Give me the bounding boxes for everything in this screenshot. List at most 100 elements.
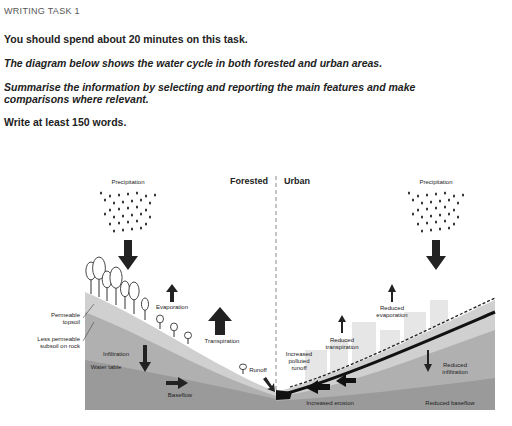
tree bbox=[240, 364, 247, 374]
process-label: Evaporation bbox=[156, 304, 188, 311]
rain-drop bbox=[109, 208, 111, 211]
leader-line bbox=[83, 322, 94, 341]
tree bbox=[157, 315, 164, 329]
rain-drop bbox=[127, 206, 129, 209]
rain-drop bbox=[435, 206, 437, 209]
precipitation-arrow bbox=[118, 240, 138, 270]
rain-drop bbox=[421, 215, 423, 218]
reduced-infiltration-arrow bbox=[424, 350, 432, 372]
rain-drop bbox=[439, 199, 441, 202]
tree-crown bbox=[141, 298, 148, 310]
rain-drop bbox=[417, 222, 419, 225]
section-label: Forested bbox=[230, 176, 268, 186]
process-label: Infiltration bbox=[103, 351, 129, 358]
rain-drop bbox=[149, 215, 151, 218]
rain-drop bbox=[136, 219, 138, 222]
layer-label: Permeable topsoil bbox=[36, 312, 80, 326]
tree bbox=[171, 323, 178, 337]
rain-drop bbox=[430, 228, 432, 231]
task-prompt: Summarise the information by selecting a… bbox=[4, 81, 474, 105]
task-heading: WRITING TASK 1 bbox=[4, 6, 80, 16]
rain-drop bbox=[145, 222, 147, 225]
precipitation-arrow bbox=[426, 240, 446, 270]
rain-drop bbox=[448, 212, 450, 215]
rain-drop bbox=[140, 226, 142, 229]
tree bbox=[141, 298, 148, 320]
rain-drop bbox=[118, 221, 120, 224]
rain-drop bbox=[435, 220, 437, 223]
rain-drop bbox=[127, 220, 129, 223]
rain-drops bbox=[100, 191, 156, 232]
tree bbox=[110, 267, 122, 305]
rain-drop bbox=[426, 193, 428, 196]
process-label: Increased polluted runoff bbox=[282, 351, 316, 372]
runoff-arrow bbox=[336, 374, 356, 387]
baseflow-arrow bbox=[166, 377, 188, 389]
urban-subsoil bbox=[276, 330, 495, 410]
rain-drop bbox=[444, 205, 446, 208]
infiltration-arrow bbox=[139, 345, 151, 372]
rain-drop bbox=[136, 191, 138, 194]
rain-drop bbox=[430, 214, 432, 217]
rain-drop bbox=[145, 208, 147, 211]
section-label: Urban bbox=[284, 176, 310, 186]
tree-crown bbox=[240, 364, 247, 370]
tree bbox=[121, 281, 130, 309]
process-label: Increased erosion bbox=[306, 400, 354, 407]
rain-drop bbox=[444, 219, 446, 222]
tree bbox=[185, 332, 192, 344]
urban-topsoil bbox=[276, 300, 495, 410]
rain-drop bbox=[104, 198, 106, 201]
rain-drop bbox=[127, 192, 129, 195]
rain-drop bbox=[113, 215, 115, 218]
drain-line bbox=[284, 312, 495, 394]
rain-drop bbox=[109, 194, 111, 197]
rain-drop bbox=[439, 227, 441, 230]
rain-drop bbox=[122, 228, 124, 231]
tree-crown bbox=[171, 323, 178, 331]
tree bbox=[129, 282, 139, 314]
process-label: Baseflow bbox=[168, 392, 192, 399]
rain-drop bbox=[417, 208, 419, 211]
rain-drop bbox=[136, 205, 138, 208]
rain-drop bbox=[426, 221, 428, 224]
reduced-evaporation-arrow bbox=[388, 284, 396, 302]
tree-crown bbox=[110, 267, 122, 288]
evaporation-arrow bbox=[166, 284, 178, 302]
rain-drop bbox=[131, 199, 133, 202]
rain-drops bbox=[408, 191, 464, 232]
surface-dashed-line bbox=[290, 298, 495, 387]
rain-drop bbox=[140, 212, 142, 215]
rain-drop bbox=[118, 193, 120, 196]
rain-drop bbox=[109, 222, 111, 225]
runoff-arrow bbox=[306, 380, 330, 394]
rain-drop bbox=[149, 201, 151, 204]
instruction-text: Write at least 150 words. bbox=[4, 116, 126, 128]
runoff-pool bbox=[276, 390, 292, 400]
water-table-zone bbox=[85, 360, 276, 410]
rain-drop bbox=[131, 213, 133, 216]
urban-deep-zone bbox=[276, 378, 495, 410]
rain-drop bbox=[104, 212, 106, 215]
rain-drop bbox=[113, 229, 115, 232]
divider-line bbox=[276, 176, 277, 392]
process-label: Reduced transpiration bbox=[319, 337, 365, 351]
process-label: Reduced evaporation bbox=[370, 305, 414, 319]
rain-drop bbox=[444, 191, 446, 194]
rain-drop bbox=[439, 213, 441, 216]
rain-drop bbox=[122, 200, 124, 203]
task-prompt: The diagram below shows the water cycle … bbox=[4, 57, 504, 69]
rain-drop bbox=[453, 222, 455, 225]
rain-drop bbox=[100, 191, 102, 194]
leader-line bbox=[83, 304, 94, 318]
instruction-text: You should spend about 20 minutes on thi… bbox=[4, 33, 248, 45]
rain-drop bbox=[421, 201, 423, 204]
process-label: Reduced infiltration bbox=[435, 362, 475, 376]
rain-drop bbox=[448, 198, 450, 201]
subsoil bbox=[85, 312, 276, 410]
rain-drop bbox=[435, 192, 437, 195]
rain-drop bbox=[457, 201, 459, 204]
tree-crown bbox=[185, 332, 192, 339]
rain-drop bbox=[430, 200, 432, 203]
rain-drop bbox=[140, 198, 142, 201]
